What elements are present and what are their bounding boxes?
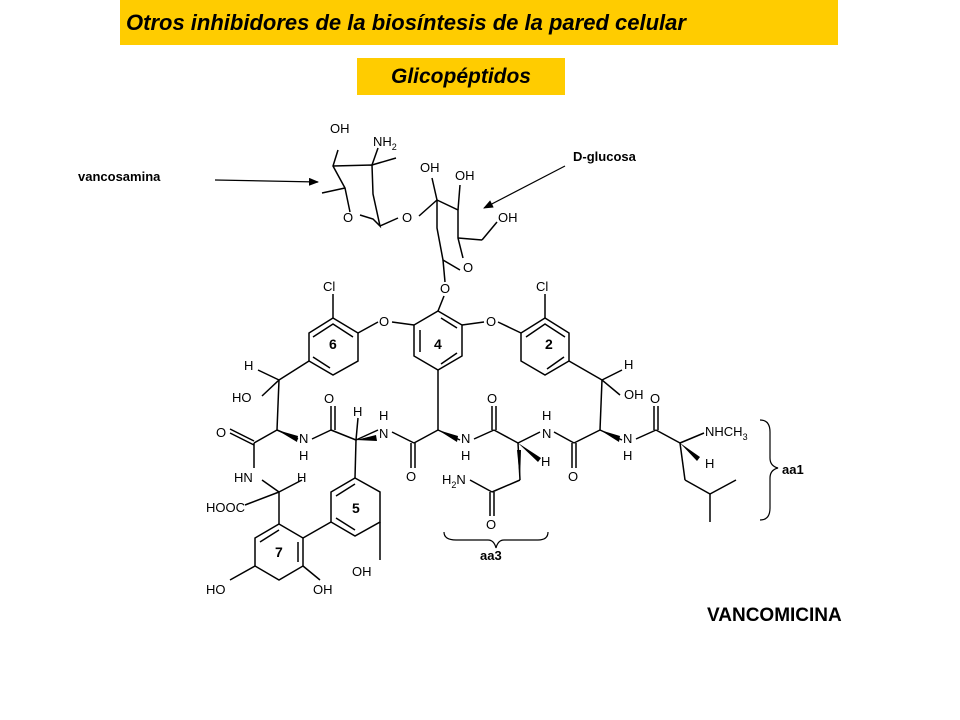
atom-n-5: N xyxy=(623,431,632,446)
ring-number-5: 5 xyxy=(352,500,360,516)
ring-number-2: 2 xyxy=(545,336,553,352)
aa1-brace xyxy=(759,419,779,521)
atom-ho-ring7: HO xyxy=(206,582,226,597)
vancosamine-ring xyxy=(321,147,438,229)
glucose-ring xyxy=(431,177,498,283)
atom-o-carbonyl-3: O xyxy=(487,391,497,406)
atom-h-alpha-5: H xyxy=(353,404,362,419)
atom-h-nh-5: H xyxy=(623,448,632,463)
compound-name: VANCOMICINA xyxy=(707,605,842,626)
atom-o-carbonyl-5: O xyxy=(650,391,660,406)
atom-cl-right: Cl xyxy=(536,279,548,294)
atom-h2n: H2N xyxy=(442,472,466,490)
atom-o-amide: O xyxy=(486,517,496,532)
vancosamina-label: vancosamina xyxy=(78,169,161,184)
subtitle-bar: Glicopéptidos xyxy=(357,58,565,95)
atom-nhch3: NHCH3 xyxy=(705,424,748,442)
atom-o-glc-ring: O xyxy=(463,260,473,275)
atom-oh-beta-right: OH xyxy=(624,387,644,402)
aa1-label: aa1 xyxy=(782,462,804,477)
atom-h-nh-3: H xyxy=(461,448,470,463)
atom-h-nh-1: H xyxy=(299,448,308,463)
ring-number-6: 6 xyxy=(329,336,337,352)
atom-h-nh-2: H xyxy=(379,408,388,423)
dglucosa-arrow xyxy=(483,165,566,209)
atom-h-alpha-7: H xyxy=(297,470,306,485)
atom-oh-glc-3: OH xyxy=(498,210,518,225)
atom-h-beta-right: H xyxy=(624,357,633,372)
atom-h-nh-4: H xyxy=(542,408,551,423)
atom-o-ether-right: O xyxy=(486,314,496,329)
atom-o-carbonyl-1: O xyxy=(324,391,334,406)
atom-cl-left: Cl xyxy=(323,279,335,294)
atom-h-alpha-3: H xyxy=(541,454,550,469)
ring-substituent-bonds xyxy=(332,294,546,334)
aa3-label: aa3 xyxy=(480,548,502,563)
atom-oh-glc-2: OH xyxy=(455,168,475,183)
atom-oh-ring5: OH xyxy=(352,564,372,579)
atom-h-beta-left: H xyxy=(244,358,253,373)
atom-hn-left: HN xyxy=(234,470,253,485)
vancosamina-arrow xyxy=(214,177,319,186)
atom-o-vanco-ring: O xyxy=(343,210,353,225)
atom-nh2-vanco: NH2 xyxy=(373,134,397,152)
atom-ho-beta-left: HO xyxy=(232,390,252,405)
stereo-wedges xyxy=(277,430,700,480)
atom-hooc: HOOC xyxy=(206,500,245,515)
atom-n-4: N xyxy=(542,426,551,441)
dglucosa-label: D-glucosa xyxy=(573,149,637,164)
atom-n-2: N xyxy=(379,426,388,441)
atom-o-ring4: O xyxy=(440,281,450,296)
atom-o-carbonyl-2: O xyxy=(406,469,416,484)
ring-number-7: 7 xyxy=(275,544,283,560)
slide-subtitle: Glicopéptidos xyxy=(390,64,531,88)
atom-o-glycosidic: O xyxy=(402,210,412,225)
atom-n-3: N xyxy=(461,431,470,446)
aa3-brace xyxy=(443,531,549,549)
atom-oh-vanco: OH xyxy=(330,121,350,136)
atom-oh-ring7: OH xyxy=(313,582,333,597)
atom-h-alpha-1: H xyxy=(705,456,714,471)
atom-o-carbonyl-4: O xyxy=(568,469,578,484)
slide-title: Otros inhibidores de la biosíntesis de l… xyxy=(126,9,686,35)
atom-oh-glc-1: OH xyxy=(420,160,440,175)
atom-n-1: N xyxy=(299,431,308,446)
atom-o-ether-left: O xyxy=(379,314,389,329)
ring-number-4: 4 xyxy=(434,336,442,352)
title-bar: Otros inhibidores de la biosíntesis de l… xyxy=(120,0,838,45)
atom-o-carbonyl-left: O xyxy=(216,425,226,440)
